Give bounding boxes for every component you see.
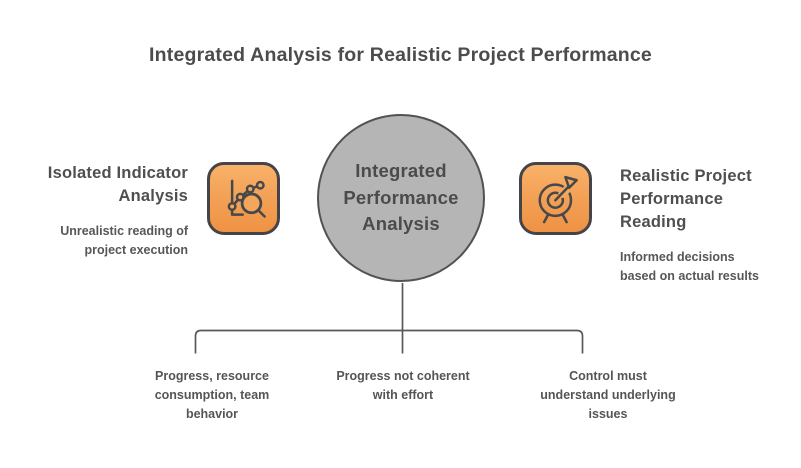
left-subtext-line-2: project execution [84, 243, 189, 257]
right-heading-line-2: Performance [620, 190, 724, 208]
left-heading: Isolated Indicator Analysis [10, 162, 188, 208]
left-subtext: Unrealistic reading of project execution [10, 222, 188, 260]
central-node-label-line-2: Performance [343, 186, 459, 208]
isolated-analysis-tile [207, 162, 280, 235]
branch-3-line-3: issues [588, 407, 628, 421]
right-heading: Realistic Project Performance Reading [620, 165, 798, 234]
branch-bracket-line [194, 329, 584, 354]
right-subtext-line-2: based on actual results [620, 269, 759, 283]
branch-1-line-1: Progress, resource [155, 369, 269, 383]
right-subtext: Informed decisions based on actual resul… [620, 248, 798, 286]
branch-3-line-1: Control must [569, 369, 647, 383]
branch-label-1: Progress, resource consumption, team beh… [155, 367, 270, 424]
branch-2-line-2: with effort [372, 388, 434, 402]
right-heading-line-1: Realistic Project [620, 167, 752, 185]
branch-1-line-3: behavior [185, 407, 239, 421]
branch-label-3: Control must understand underlying issue… [540, 367, 675, 424]
left-heading-line-1: Isolated Indicator [47, 164, 188, 182]
page-title: Integrated Analysis for Realistic Projec… [149, 44, 652, 66]
branch-3-line-2: understand underlying [540, 388, 676, 402]
right-text-block: Realistic Project Performance Reading In… [620, 165, 798, 286]
branch-1-line-2: consumption, team [154, 388, 270, 402]
branch-label-2: Progress not coherent with effort [336, 367, 469, 405]
realistic-reading-tile [519, 162, 592, 235]
central-node-label-line-1: Integrated [355, 160, 447, 182]
central-node: Integrated Performance Analysis [317, 114, 485, 282]
line-chart-magnifier-icon [227, 179, 266, 218]
left-heading-line-2: Analysis [118, 187, 188, 205]
central-node-label-line-3: Analysis [362, 213, 440, 235]
left-text-block: Isolated Indicator Analysis Unrealistic … [10, 162, 188, 260]
branch-2-line-1: Progress not coherent [336, 369, 470, 383]
right-subtext-line-1: Informed decisions [620, 250, 735, 264]
target-arrow-icon [538, 175, 578, 223]
right-heading-line-3: Reading [620, 213, 687, 231]
left-subtext-line-1: Unrealistic reading of [60, 224, 188, 238]
